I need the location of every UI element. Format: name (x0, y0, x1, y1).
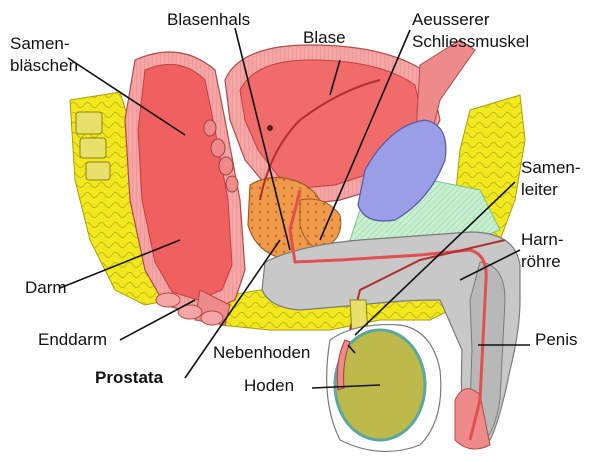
label-samenblaeschen-line2: bläschen (10, 56, 78, 76)
label-samenblaeschen-line1: Samen- (10, 34, 70, 54)
label-samenleiter-line2: leiter (521, 180, 558, 200)
label-samenleiter-line1: Samen- (521, 158, 581, 178)
label-blasenhals: Blasenhals (167, 10, 250, 30)
label-aeusserer-line1: Aeusserer (412, 10, 489, 30)
label-prostata: Prostata (95, 368, 163, 388)
label-nebenhoden: Nebenhoden (213, 343, 310, 363)
ureter-opening (267, 125, 273, 131)
label-blase: Blase (303, 28, 346, 48)
label-aeusserer-line2: Schliessmuskel (412, 32, 529, 52)
label-enddarm: Enddarm (38, 330, 107, 350)
label-harnroehre-line1: Harn- (521, 230, 564, 250)
label-penis: Penis (535, 330, 578, 350)
label-darm: Darm (25, 278, 67, 298)
label-hoden: Hoden (244, 376, 294, 396)
label-harnroehre-line2: röhre (521, 252, 561, 272)
